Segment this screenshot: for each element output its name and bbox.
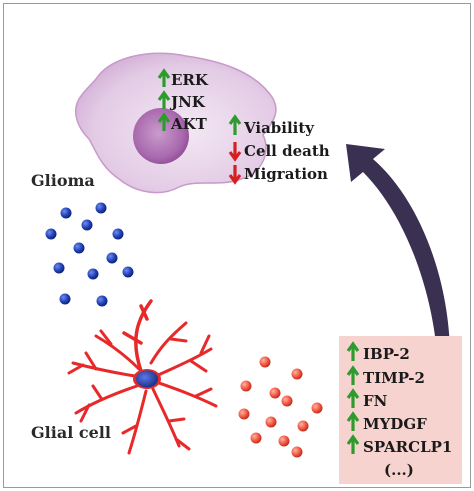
up-arrow-icon [228,114,242,135]
up-arrow-icon [157,68,171,87]
jnk-marker: JNK [157,90,206,111]
red-vesicle [265,416,277,428]
glial-cell [67,299,218,455]
effects-list: Viability Cell death Migration [228,114,330,185]
red-vesicle [311,402,323,414]
glioma-cell [74,52,277,194]
blue-vesicle [53,262,65,274]
blue-vesicle [73,242,85,254]
more-factors-label: (...) [384,461,414,479]
red-vesicle [240,380,252,392]
curved-arrow-icon [346,144,450,353]
up-arrow-icon [346,365,360,385]
blue-vesicle [59,293,71,305]
up-arrow-icon [346,388,360,408]
red-vesicle [297,420,309,432]
blue-vesicle [96,295,108,307]
factor-ibp-2-label: IBP-2 [363,345,410,363]
red-vesicles [238,356,323,458]
red-vesicle [278,435,290,447]
red-vesicle [269,387,281,399]
effect-migration: Migration [228,165,328,185]
figure-frame: ERK JNK AKT Viability Cell death Migrati… [3,3,471,488]
down-arrow-icon [228,165,242,185]
blue-vesicle [112,228,124,240]
factor-sparclp1: SPARCLP1 [346,434,452,456]
glioma-markers: ERK JNK AKT [157,68,209,133]
effect-viability-label: Viability [243,119,315,137]
erk-marker: ERK [157,68,209,89]
akt-marker: AKT [157,112,208,133]
red-vesicle [281,395,293,407]
effect-migration-label: Migration [244,165,328,183]
marker-jnk: JNK [169,93,206,111]
factor-fn: FN [346,388,388,410]
marker-akt: AKT [170,115,208,133]
blue-vesicle [106,252,118,264]
up-arrow-icon [157,112,171,131]
factor-timp-2: TIMP-2 [346,365,425,387]
factor-ibp-2: IBP-2 [346,341,410,363]
factor-mydgf-label: MYDGF [363,415,427,433]
secreted-factors-box: IBP-2 TIMP-2 FN MYDGF SPARCLP1 (...) [339,336,462,484]
red-vesicle [259,356,271,368]
up-arrow-icon [346,411,360,431]
effect-cell-death-label: Cell death [244,142,330,160]
up-arrow-icon [346,434,360,454]
blue-vesicle [81,219,93,231]
red-vesicle [238,408,250,420]
glial-cell-label: Glial cell [31,423,111,442]
blue-vesicle [95,202,107,214]
factor-fn-label: FN [363,392,388,410]
blue-vesicles [45,202,134,307]
blue-vesicle [60,207,72,219]
red-vesicle [291,368,303,380]
marker-erk: ERK [171,71,209,89]
factor-sparclp1-label: SPARCLP1 [363,438,452,456]
factor-timp-2-label: TIMP-2 [363,369,425,387]
factors-background [339,336,462,484]
factor-mydgf: MYDGF [346,411,427,433]
diagram-canvas: ERK JNK AKT Viability Cell death Migrati… [31,52,462,484]
glioma-nucleus [133,108,189,164]
blue-vesicle [45,228,57,240]
glial-nucleus [136,370,158,388]
red-vesicle [291,446,303,458]
blue-vesicle [122,266,134,278]
up-arrow-icon [157,90,171,109]
glioma-label: Glioma [31,171,95,190]
up-arrow-icon [346,341,360,361]
effect-viability: Viability [228,114,315,137]
blue-vesicle [87,268,99,280]
down-arrow-icon [228,142,242,162]
effect-cell-death: Cell death [228,142,330,162]
red-vesicle [250,432,262,444]
